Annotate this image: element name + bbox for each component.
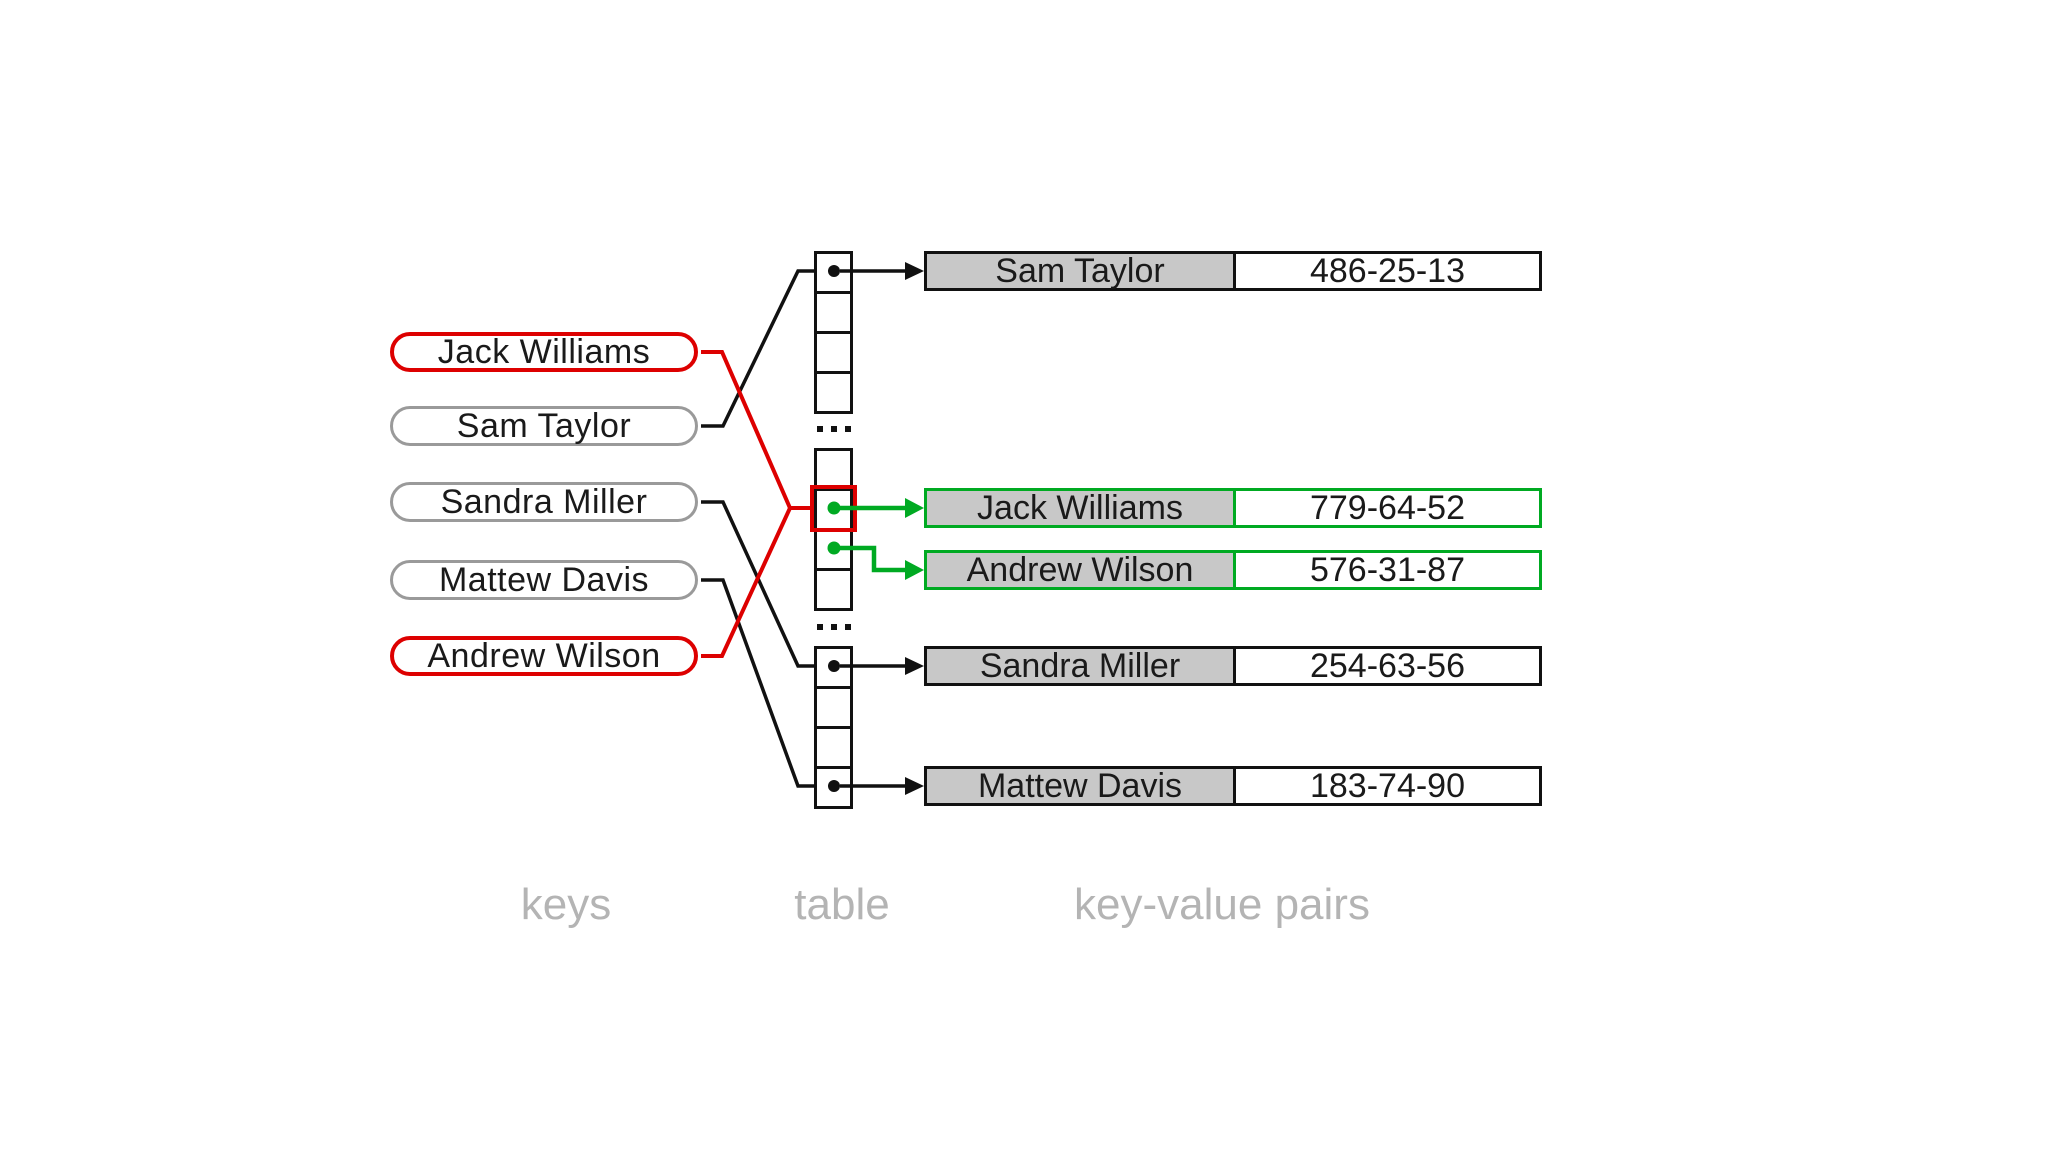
connector-andrew-wilson-to-collision-bucket (701, 507, 792, 658)
caption-key-value-pairs: key-value pairs (1074, 880, 1370, 929)
bucket-cell (817, 531, 850, 571)
key-pill-label: Mattew Davis (438, 560, 650, 599)
pair-value-cell: 254-63-56 (1236, 647, 1539, 685)
key-pill-label: Jack Williams (437, 332, 651, 371)
hash-table-segment-3 (814, 646, 853, 809)
key-pill-andrew-wilson: Andrew Wilson (390, 636, 698, 676)
pair-key-cell: Andrew Wilson (927, 551, 1236, 589)
connector-mattew-davis-to-bucket (701, 578, 814, 788)
bucket-cell (817, 451, 850, 491)
key-pill-label: Sandra Miller (440, 482, 648, 521)
connector-sandra-miller-to-bucket (701, 500, 814, 668)
pair-key-cell: Sandra Miller (927, 647, 1236, 685)
collision-cell-highlight (810, 485, 857, 532)
key-pill-sandra-miller: Sandra Miller (390, 482, 698, 522)
pair-value-cell: 576-31-87 (1236, 551, 1539, 589)
key-pill-label: Sam Taylor (456, 406, 632, 445)
key-pill-label: Andrew Wilson (427, 636, 661, 675)
pair-row-jack-williams: Jack Williams 779-64-52 (924, 488, 1542, 528)
bucket-cell (817, 254, 850, 294)
hash-table-segment-1 (814, 251, 853, 414)
bucket-cell (817, 294, 850, 334)
pair-value-cell: 486-25-13 (1236, 252, 1539, 290)
pair-value-cell: 183-74-90 (1236, 767, 1539, 805)
caption-keys: keys (520, 880, 612, 929)
table-ellipsis-top (817, 426, 851, 432)
key-pill-sam-taylor: Sam Taylor (390, 406, 698, 446)
bucket-cell (817, 334, 850, 374)
pair-key-cell: Jack Williams (927, 489, 1236, 527)
pair-key-cell: Mattew Davis (927, 767, 1236, 805)
key-pill-mattew-davis: Mattew Davis (390, 560, 698, 600)
pair-key-cell: Sam Taylor (927, 252, 1236, 290)
pair-row-sandra-miller: Sandra Miller 254-63-56 (924, 646, 1542, 686)
pair-row-andrew-wilson: Andrew Wilson 576-31-87 (924, 550, 1542, 590)
bucket-cell (817, 769, 850, 806)
connector-sam-taylor-to-bucket (701, 269, 814, 428)
connector-jack-williams-to-collision-bucket (701, 350, 811, 510)
table-ellipsis-bottom (817, 624, 851, 630)
pair-row-mattew-davis: Mattew Davis 183-74-90 (924, 766, 1542, 806)
bucket-cell (817, 374, 850, 411)
bucket-cell (817, 689, 850, 729)
pair-row-sam-taylor: Sam Taylor 486-25-13 (924, 251, 1542, 291)
pair-value-cell: 779-64-52 (1236, 489, 1539, 527)
bucket-cell (817, 571, 850, 608)
key-pill-jack-williams: Jack Williams (390, 332, 698, 372)
bucket-cell (817, 729, 850, 769)
caption-table: table (794, 880, 890, 929)
bucket-cell (817, 649, 850, 689)
